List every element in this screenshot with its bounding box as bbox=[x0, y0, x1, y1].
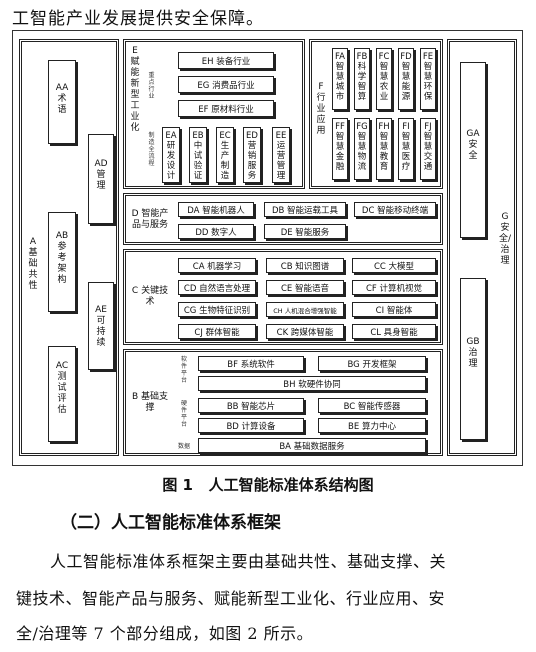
block-e-label: E 赋能新型工业化 bbox=[130, 46, 140, 133]
block-g-security-governance: G 安全/治理 GA 安全 GB 治理 bbox=[447, 39, 517, 456]
box-ca: CA 机器学习 bbox=[178, 258, 256, 273]
box-cb: CB 知识图谱 bbox=[266, 258, 344, 273]
block-a-label: A 基础共性 bbox=[28, 237, 38, 291]
box-cd: CD 自然语言处理 bbox=[178, 280, 256, 295]
box-da: DA 智能机器人 bbox=[178, 202, 254, 217]
box-dc: DC 智能移动终端 bbox=[354, 202, 436, 217]
block-b-label: B 基础支撑 bbox=[131, 392, 169, 413]
section-heading: （二）人工智能标准体系框架 bbox=[60, 513, 281, 533]
top-text-line: 工智能产业发展提供安全保障。 bbox=[12, 9, 264, 29]
box-ch: CH 人机混合增强智能 bbox=[266, 302, 344, 317]
box-ee: EE 运营管理 bbox=[272, 127, 290, 183]
box-ef: EF 原材料行业 bbox=[178, 100, 274, 117]
block-g-label: G 安全/治理 bbox=[499, 212, 512, 266]
box-ci: CI 智能体 bbox=[352, 302, 436, 317]
box-bc: BC 智能传感器 bbox=[318, 398, 426, 413]
box-bh: BH 软硬件协同 bbox=[198, 376, 426, 391]
box-ab-reference-architecture: AB 参考架构 bbox=[48, 212, 76, 312]
block-c-label: C 关键技术 bbox=[131, 286, 169, 307]
box-cl: CL 具身智能 bbox=[352, 324, 436, 339]
box-ff: FF 智慧金融 bbox=[332, 118, 348, 180]
architecture-diagram: A 基础共性 AA 术语 AB 参考架构 AC 测试评估 AD 管理 AE 可持… bbox=[12, 30, 523, 466]
box-eg: EG 消费品行业 bbox=[178, 76, 274, 93]
box-ce: CE 智能语音 bbox=[266, 280, 344, 295]
box-fa: FA 智慧城市 bbox=[332, 48, 348, 110]
block-b-foundational-support: B 基础支撑 软件平台 硬件平台 数据 BF 系统软件 BG 开发框架 BH 软… bbox=[123, 349, 443, 456]
figure-caption: 图 1 人工智能标准体系结构图 bbox=[162, 476, 374, 494]
box-bg: BG 开发框架 bbox=[318, 356, 426, 371]
box-fi: FI 智慧医疗 bbox=[398, 118, 414, 180]
box-ed: ED 营销服务 bbox=[243, 127, 261, 183]
paragraph-line-2: 键技术、智能产品与服务、赋能新型工业化、行业应用、安 bbox=[16, 589, 446, 608]
box-fg: FG 智慧物流 bbox=[354, 118, 370, 180]
box-ga-security: GA 安全 bbox=[460, 62, 486, 238]
block-f-industry-applications: F 行业应用 FA 智慧城市 FB 科学智算 FC 智慧农业 FD 智慧能源 F… bbox=[309, 39, 443, 189]
paragraph-line-1: 人工智能标准体系框架主要由基础共性、基础支撑、关 bbox=[50, 552, 447, 571]
box-dd: DD 数字人 bbox=[178, 224, 254, 239]
label-key-industry: 重点行业 bbox=[148, 72, 155, 100]
box-ae-sustainability: AE 可持续 bbox=[88, 282, 114, 370]
box-gb-governance: GB 治理 bbox=[460, 278, 486, 440]
box-eh: EH 装备行业 bbox=[178, 52, 274, 69]
box-aa-terminology: AA 术语 bbox=[48, 60, 76, 144]
box-bf: BF 系统软件 bbox=[198, 356, 304, 371]
box-be: BE 算力中心 bbox=[318, 418, 426, 433]
box-cc: CC 大模型 bbox=[352, 258, 436, 273]
box-fe: FE 智慧环保 bbox=[420, 48, 436, 110]
box-bb: BB 智能芯片 bbox=[198, 398, 304, 413]
box-fb: FB 科学智算 bbox=[354, 48, 370, 110]
block-c-key-technologies: C 关键技术 CA 机器学习 CB 知识图谱 CC 大模型 CD 自然语言处理 … bbox=[123, 249, 443, 345]
box-ba: BA 基础数据服务 bbox=[198, 438, 426, 453]
box-de: DE 智能服务 bbox=[264, 224, 346, 239]
box-cj: CJ 群体智能 bbox=[178, 324, 256, 339]
block-d-label: D 智能产品与服务 bbox=[131, 209, 169, 230]
box-fj: FJ 智慧交通 bbox=[420, 118, 436, 180]
box-ec: EC 生产制造 bbox=[216, 127, 234, 183]
box-cf: CF 计算机视觉 bbox=[352, 280, 436, 295]
block-f-label: F 行业应用 bbox=[316, 82, 326, 136]
box-ad-management: AD 管理 bbox=[88, 134, 114, 224]
box-fd: FD 智慧能源 bbox=[398, 48, 414, 110]
block-e-empowering-industrialization: E 赋能新型工业化 重点行业 制造全流程 EH 装备行业 EG 消费品行业 EF… bbox=[123, 39, 305, 189]
box-fc: FC 智慧农业 bbox=[376, 48, 392, 110]
box-ea: EA 研发设计 bbox=[162, 127, 180, 183]
box-ck: CK 跨媒体智能 bbox=[266, 324, 344, 339]
label-software-platform: 软件平台 bbox=[180, 356, 187, 384]
block-d-products-services: D 智能产品与服务 DA 智能机器人 DB 智能运载工具 DC 智能移动终端 D… bbox=[123, 193, 443, 245]
label-hardware-platform: 硬件平台 bbox=[180, 400, 187, 428]
block-a-foundation: A 基础共性 AA 术语 AB 参考架构 AC 测试评估 AD 管理 AE 可持… bbox=[19, 39, 119, 456]
box-eb: EB 中试验证 bbox=[189, 127, 207, 183]
box-fh: FH 智慧教育 bbox=[376, 118, 392, 180]
box-ac-testing-evaluation: AC 测试评估 bbox=[48, 346, 76, 442]
box-cg: CG 生物特征识别 bbox=[178, 302, 256, 317]
label-data: 数据 bbox=[177, 443, 190, 450]
box-db: DB 智能运载工具 bbox=[264, 202, 346, 217]
box-bd: BD 计算设备 bbox=[198, 418, 304, 433]
label-manufacturing-lifecycle: 制造全流程 bbox=[148, 132, 155, 167]
paragraph-line-3: 全/治理等 7 个部分组成，如图 2 所示。 bbox=[16, 624, 314, 643]
